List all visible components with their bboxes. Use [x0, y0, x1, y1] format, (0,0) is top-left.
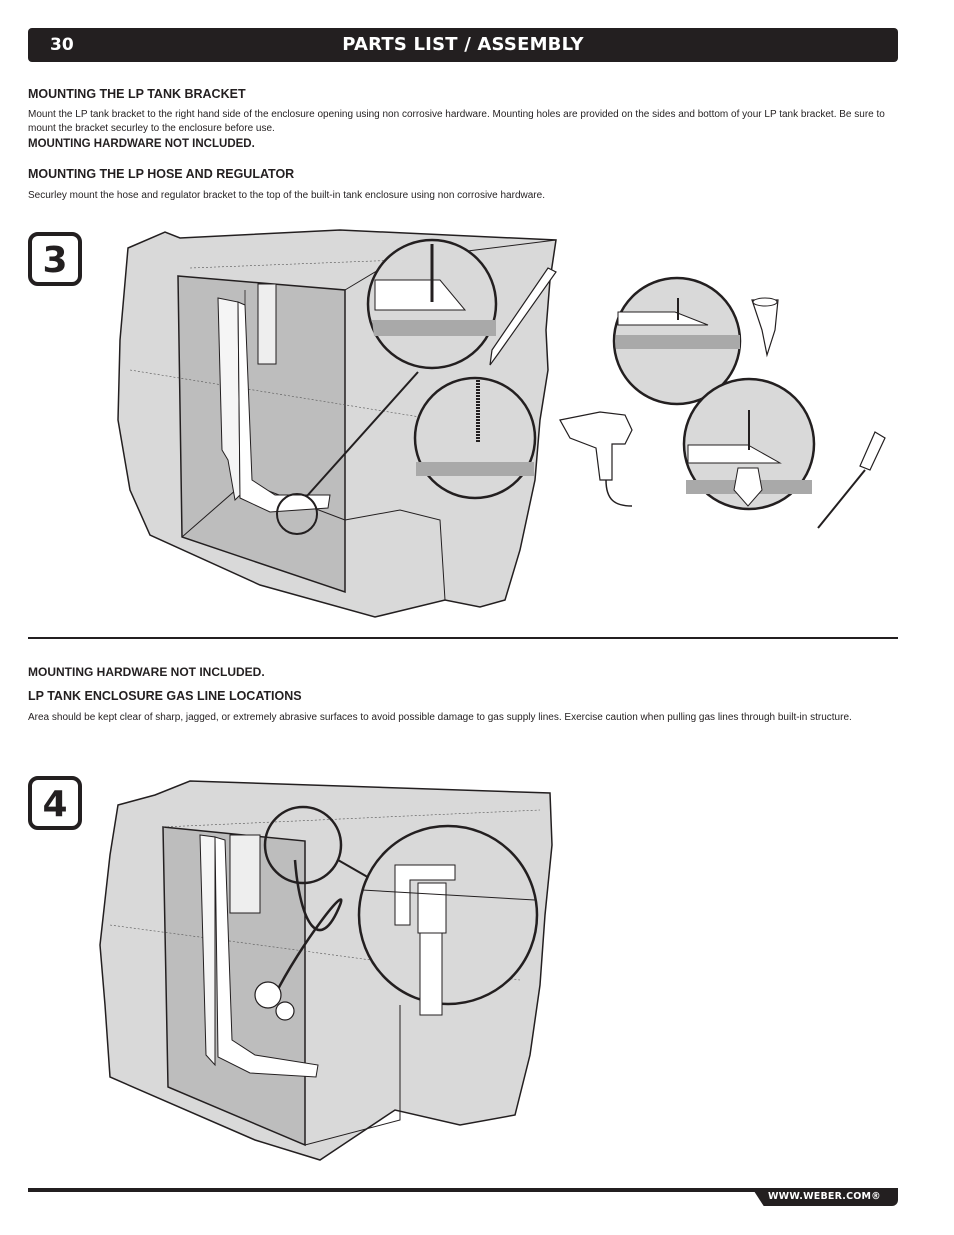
detail-wall-anchor [612, 276, 742, 406]
footer-tab [752, 1188, 898, 1206]
step4-illustration [99, 780, 553, 1161]
drill-icon [559, 411, 633, 507]
hose-regulator [254, 859, 343, 1021]
detail-drilling [413, 376, 537, 500]
hardware-note: MOUNTING HARDWARE NOT INCLUDED. [28, 138, 255, 150]
section-divider [28, 637, 898, 639]
step-number: 4 [42, 784, 68, 825]
section-heading-lp-tank-bracket: MOUNTING THE LP TANK BRACKET [28, 87, 246, 101]
step-badge-3: 3 [28, 232, 82, 286]
lp-tank-bracket [199, 834, 319, 1078]
section-heading-gas-line-locations: LP TANK ENCLOSURE GAS LINE LOCATIONS [28, 689, 302, 703]
section-body-lp-tank-bracket: Mount the LP tank bracket to the right h… [28, 109, 885, 134]
detail-regulator-bracket [357, 824, 539, 1016]
hardware-note-2: MOUNTING HARDWARE NOT INCLUDED. [28, 665, 265, 679]
page-title: PARTS LIST / ASSEMBLY [342, 34, 584, 55]
section-body-gas-line-locations: Area should be kept clear of sharp, jagg… [28, 712, 852, 723]
detail-pencil-marking [366, 238, 498, 370]
footer-url[interactable]: WWW.WEBER.COM® [768, 1191, 881, 1202]
step-number: 3 [42, 240, 68, 281]
detail-screw-into-anchor [682, 377, 816, 511]
section-heading-hose-regulator: MOUNTING THE LP HOSE AND REGULATOR [28, 167, 295, 181]
page-number: 30 [50, 35, 74, 55]
footer-rule [28, 1188, 898, 1192]
wall-anchor-icon [751, 297, 779, 358]
lp-tank-bracket [217, 283, 419, 535]
step3-illustration [117, 229, 886, 618]
section-body-hose-regulator: Securley mount the hose and regulator br… [28, 190, 545, 201]
pencil-icon [489, 267, 557, 366]
screwdriver-icon [817, 431, 886, 529]
header-bar: 30 PARTS LIST / ASSEMBLY [28, 28, 898, 62]
step-badge-4: 4 [28, 776, 82, 830]
